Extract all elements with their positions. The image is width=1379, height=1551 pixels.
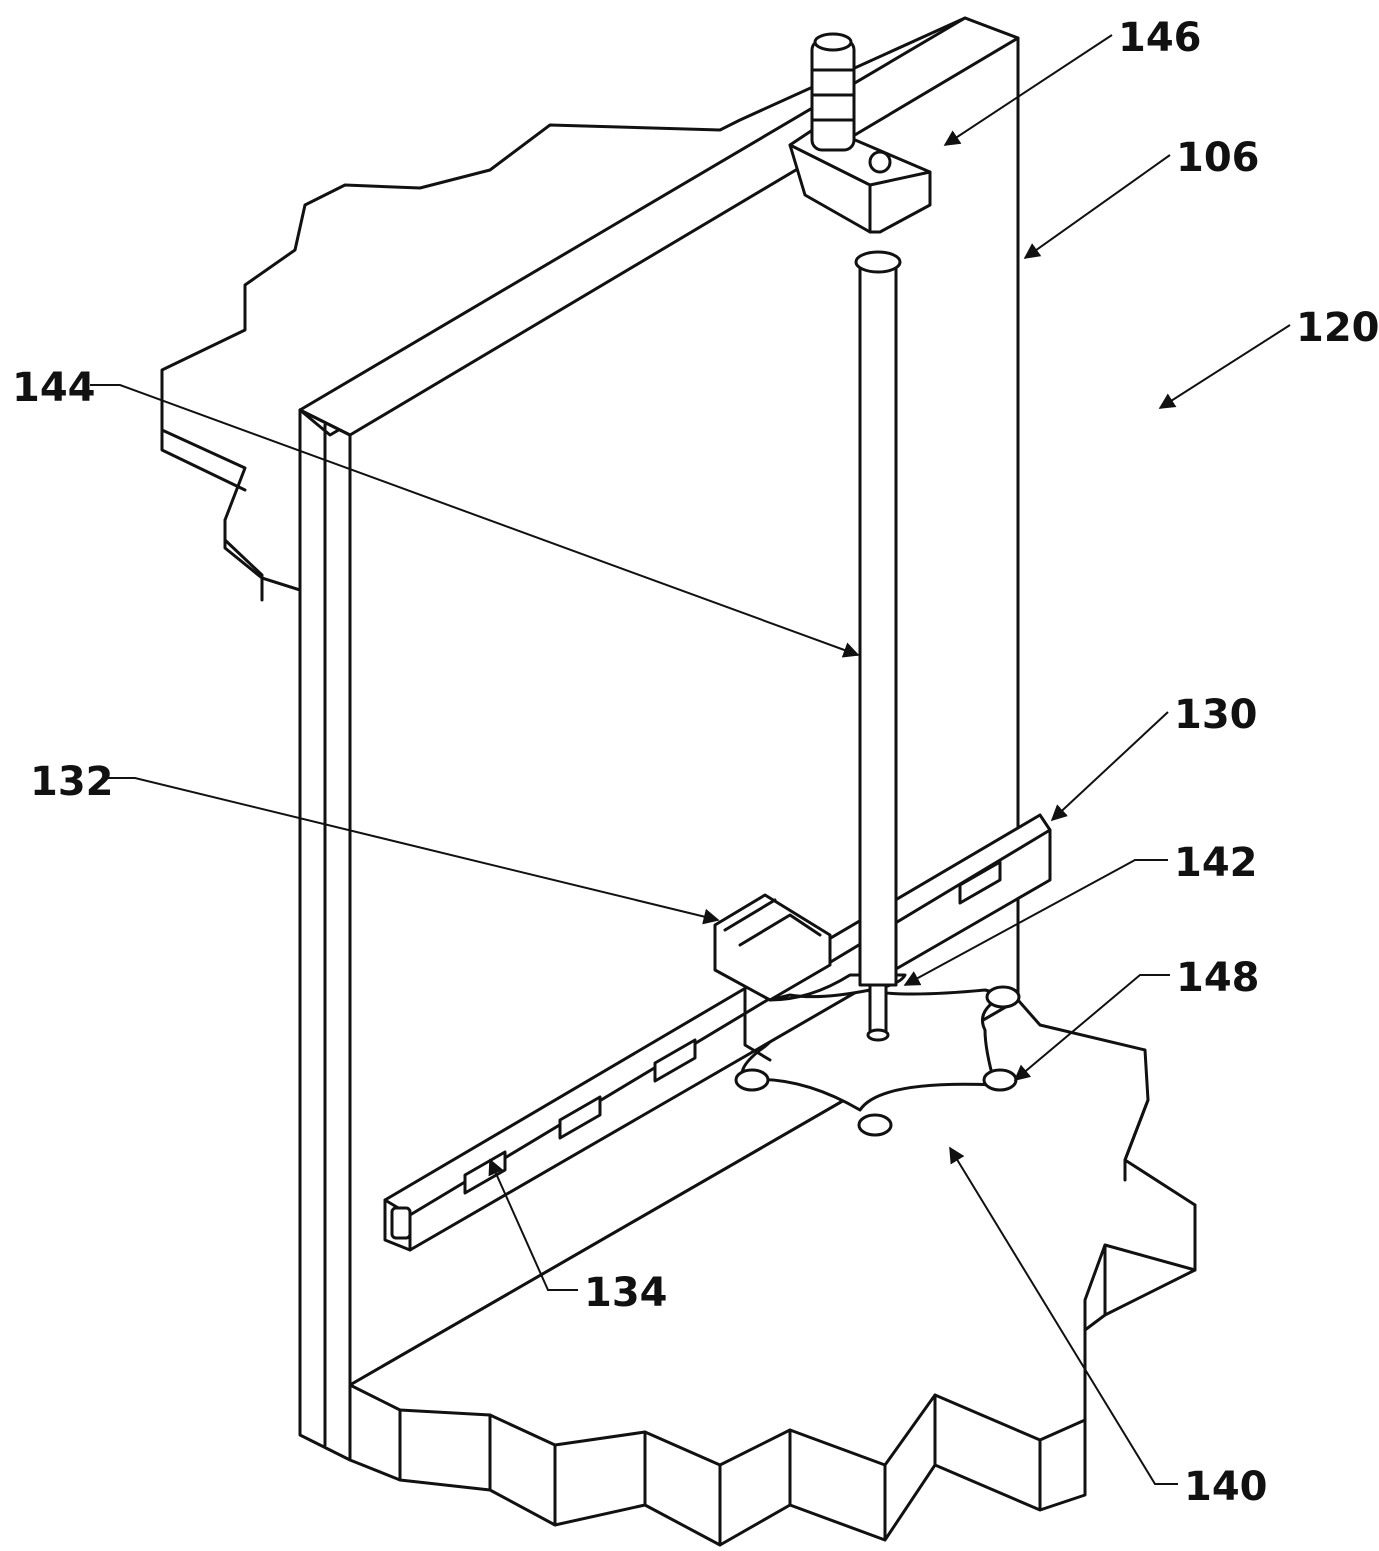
leader-106 <box>1023 154 1171 259</box>
rod-bolt-tip <box>866 1028 890 1042</box>
label-144: 144 <box>12 365 96 411</box>
label-142: 142 <box>1174 840 1258 886</box>
beam-slots <box>463 860 1002 1195</box>
label-106: 106 <box>1176 135 1260 181</box>
actuator-ribs <box>810 68 856 122</box>
floor-slab-left-edge <box>160 428 302 602</box>
label-148: 148 <box>1176 955 1260 1001</box>
leader-134 <box>488 1158 578 1291</box>
plate-lobe-1 <box>734 1068 770 1092</box>
plate-lobe-3 <box>982 1068 1018 1092</box>
leader-148 <box>1013 974 1170 1082</box>
rod-bolt <box>868 983 888 1037</box>
label-140: 140 <box>1184 1464 1268 1510</box>
leader-132 <box>105 777 720 925</box>
label-146: 146 <box>1118 15 1202 61</box>
top-bracket-edges <box>788 143 932 234</box>
leader-120 <box>1158 324 1291 409</box>
beam-slot <box>653 1038 697 1083</box>
leader-130 <box>1050 711 1169 822</box>
rod-collar-top <box>854 250 902 274</box>
vertical-rod <box>858 263 898 987</box>
bracket-bolt <box>868 150 892 174</box>
beam-end-cap <box>390 1206 412 1240</box>
beam-slot <box>958 860 1002 905</box>
leader-140 <box>949 1146 1178 1485</box>
label-132: 132 <box>30 759 114 805</box>
beam-slot <box>558 1095 602 1140</box>
leader-lines <box>90 34 1291 1485</box>
wall-panel-edges <box>298 36 1020 1462</box>
leader-142 <box>903 859 1168 986</box>
floor-slab-bottom-thickness <box>348 1098 1197 1547</box>
label-134: 134 <box>584 1270 668 1316</box>
leader-146 <box>943 34 1113 146</box>
leader-144 <box>90 384 860 658</box>
label-130: 130 <box>1174 692 1258 738</box>
label-120: 120 <box>1296 305 1379 351</box>
plate-lobe-4 <box>985 985 1021 1009</box>
plate-lobe-2 <box>857 1113 893 1137</box>
actuator-cap <box>813 32 853 52</box>
clamp-bracket-edges <box>723 898 822 1062</box>
